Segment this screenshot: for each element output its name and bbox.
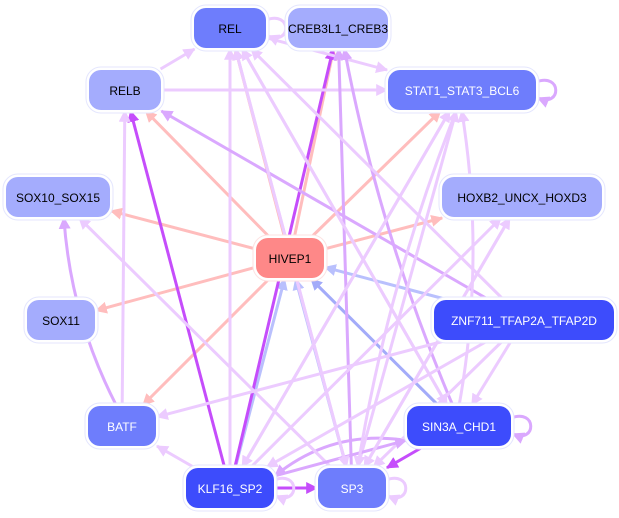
node-label: SIN3A_CHD1 [422,420,496,434]
edge-stat1_stat3_bcl6-to-sp3 [353,110,458,469]
edge-relb-to-rel [159,47,196,71]
edge-klf16_sp2-to-hoxb2_uncx_hoxd3 [250,216,502,469]
edge-hivep1-to-relb [144,109,271,239]
node-box [288,8,388,48]
node-label: KLF16_SP2 [198,482,263,496]
node-box [194,8,266,48]
edge-znf711_tfap2a_tfap2d-to-sin3a_chd1 [470,340,513,407]
node-sox11[interactable]: SOX11 [23,296,99,344]
edge-stat1_stat3_bcl6-to-klf16_sp2 [240,110,452,469]
self-loop-sin3a_chd1 [510,414,533,444]
node-hivep1[interactable]: HIVEP1 [252,234,328,282]
edge-hoxb2_uncx_hoxd3-to-sp3 [362,217,512,469]
edge-klf16_sp2-to-batf [155,444,195,469]
node-klf16-sp2[interactable]: KLF16_SP2 [182,464,278,512]
node-box [186,468,274,508]
node-creb3l1-creb3[interactable]: CREB3L1_CREB3 [284,4,392,52]
node-box [88,406,156,446]
node-box [89,70,161,110]
node-box [442,177,602,217]
edge-sp3-to-stat1_stat3_bcl6 [356,109,460,468]
edge-rel-to-sin3a_chd1 [240,48,449,407]
edge-sin3a_chd1-to-stat1_stat3_bcl6 [457,109,475,406]
edge-batf-to-relb [118,109,131,406]
edge-sin3a_chd1-to-klf16_sp2 [274,436,407,477]
self-loop-klf16_sp2 [273,476,296,506]
node-rel[interactable]: REL [190,4,270,52]
node-sin3a-chd1[interactable]: SIN3A_CHD1 [403,402,515,450]
node-sp3[interactable]: SP3 [314,464,390,512]
edge-znf711_tfap2a_tfap2d-to-klf16_sp2 [265,339,488,469]
edge-sin3a_chd1-to-sp3 [385,445,424,470]
node-relb[interactable]: RELB [85,66,165,114]
node-hoxb2-uncx-hoxd3[interactable]: HOXB2_UNCX_HOXD3 [438,173,606,221]
node-box [27,300,95,340]
node-label: SP3 [341,482,364,496]
edge-znf711_tfap2a_tfap2d-to-relb [160,109,489,301]
node-sox10-sox15[interactable]: SOX10_SOX15 [2,173,114,221]
node-label: BATF [107,420,137,434]
node-label: HIVEP1 [269,252,312,266]
node-label: HOXB2_UNCX_HOXD3 [457,191,587,205]
node-label: RELB [109,84,140,98]
node-label: REL [218,22,242,36]
node-box [434,300,614,340]
edge-sin3a_chd1-to-creb3l1_creb3 [340,47,454,406]
edge-hivep1-to-sox10_sox15 [109,207,256,251]
self-loop-sp3 [385,476,408,506]
node-label: STAT1_STAT3_BCL6 [405,84,520,98]
node-label: SOX10_SOX15 [16,191,100,205]
node-label: ZNF711_TFAP2A_TFAP2D [451,314,597,328]
node-label: SOX11 [42,314,80,328]
edge-klf16_sp2-to-relb [127,109,226,468]
node-znf711-tfap2a-tfap2d[interactable]: ZNF711_TFAP2A_TFAP2D [430,296,618,344]
node-label: CREB3L1_CREB3 [288,22,388,36]
edge-znf711_tfap2a_tfap2d-to-batf [155,339,445,420]
node-batf[interactable]: BATF [84,402,160,450]
node-stat1-stat3-bcl6[interactable]: STAT1_STAT3_BCL6 [384,66,540,114]
node-box [388,70,536,110]
node-box [407,406,511,446]
edge-sp3-to-sox10_sox15 [78,216,332,469]
node-box [6,177,110,217]
node-box [318,468,386,508]
node-box [256,238,324,278]
edge-sp3-to-creb3l1_creb3 [332,47,353,468]
self-loop-stat1_stat3_bcl6 [535,78,558,108]
